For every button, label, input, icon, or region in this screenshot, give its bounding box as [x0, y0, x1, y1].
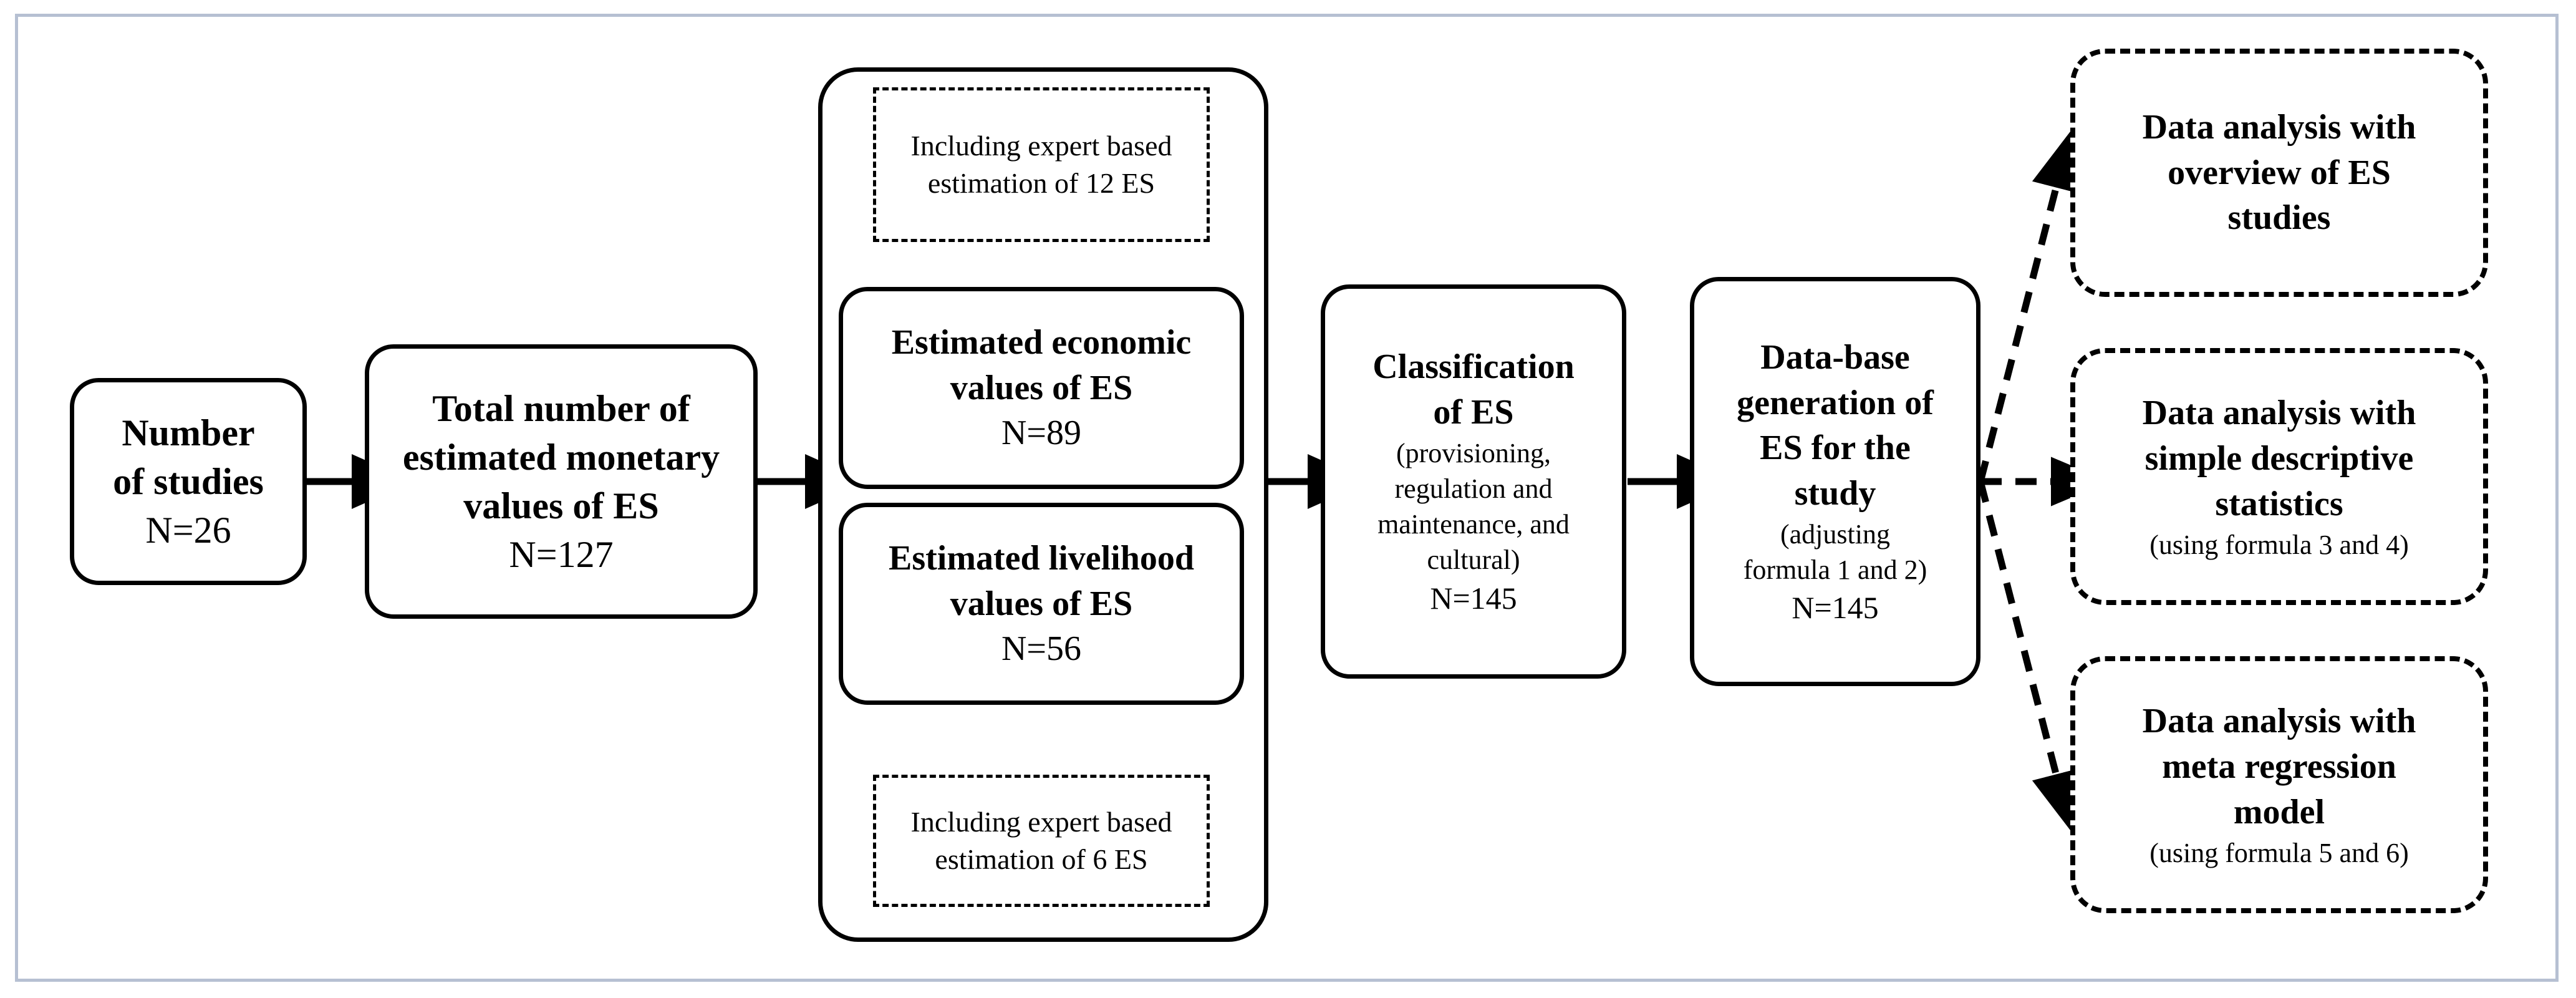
node-title-line: overview of ES: [2168, 153, 2391, 192]
note-expert-estimation-12-es[interactable]: Including expert based estimation of 12 …: [873, 87, 1210, 242]
node-subtitle-line: (using formula 5 and 6): [2149, 837, 2409, 868]
node-count: N=89: [1001, 414, 1082, 453]
node-subtitle-line: (provisioning,: [1396, 437, 1551, 468]
node-title-line: values of ES: [463, 485, 659, 526]
node-estimated-economic-values[interactable]: Estimated economic values of ES N=89: [839, 287, 1244, 489]
node-title-line: model: [2233, 792, 2325, 831]
note-line: estimation of 12 ES: [927, 167, 1155, 199]
node-title-line: Data analysis with: [2142, 702, 2416, 741]
node-output-simple-descriptive-statistics[interactable]: Data analysis with simple descriptive st…: [2070, 348, 2488, 605]
node-title-line: generation of: [1737, 383, 1934, 422]
node-title-line: values of ES: [950, 584, 1133, 623]
node-title-line: values of ES: [950, 368, 1133, 407]
node-subtitle-line: cultural): [1427, 545, 1520, 576]
node-title-line: Number: [122, 412, 255, 453]
node-count: N=127: [509, 534, 614, 575]
node-count: N=26: [145, 510, 231, 551]
node-title-line: of ES: [1433, 393, 1514, 432]
node-estimated-livelihood-values[interactable]: Estimated livelihood values of ES N=56: [839, 503, 1244, 705]
note-line: Including expert based: [910, 806, 1172, 838]
node-total-monetary-values[interactable]: Total number of estimated monetary value…: [365, 344, 758, 619]
node-subtitle-line: formula 1 and 2): [1743, 555, 1927, 586]
node-title-line: studies: [2227, 198, 2331, 238]
node-title-line: study: [1794, 474, 1876, 513]
node-title-line: estimated monetary: [402, 437, 720, 478]
node-title-line: simple descriptive: [2144, 439, 2414, 478]
node-title-line: Data analysis with: [2142, 394, 2416, 433]
node-title-line: Estimated economic: [891, 322, 1192, 362]
node-count: N=145: [1430, 580, 1517, 616]
node-count: N=145: [1792, 590, 1879, 626]
node-title-line: Data-base: [1760, 337, 1910, 377]
node-classification-of-es[interactable]: Classification of ES (provisioning, regu…: [1321, 284, 1626, 679]
note-line: Including expert based: [910, 130, 1172, 162]
node-subtitle-line: maintenance, and: [1377, 509, 1570, 540]
node-title-line: meta regression: [2162, 747, 2396, 786]
node-title-line: of studies: [113, 461, 264, 502]
node-number-of-studies[interactable]: Number of studies N=26: [70, 378, 307, 585]
node-title-line: Classification: [1372, 347, 1575, 387]
node-title-line: ES for the: [1760, 429, 1911, 468]
node-subtitle-line: (using formula 3 and 4): [2149, 529, 2409, 560]
node-count: N=56: [1001, 629, 1082, 669]
node-output-meta-regression-model[interactable]: Data analysis with meta regression model…: [2070, 656, 2488, 913]
node-title-line: Total number of: [432, 388, 690, 429]
node-subtitle-line: regulation and: [1394, 473, 1553, 505]
note-line: estimation of 6 ES: [935, 843, 1148, 875]
node-title-line: Estimated livelihood: [888, 538, 1195, 578]
node-subtitle-line: (adjusting: [1780, 518, 1890, 550]
node-title-line: statistics: [2215, 484, 2343, 523]
node-output-overview-of-es-studies[interactable]: Data analysis with overview of ES studie…: [2070, 49, 2488, 297]
note-expert-estimation-6-es[interactable]: Including expert based estimation of 6 E…: [873, 775, 1210, 907]
node-title-line: Data analysis with: [2142, 107, 2416, 147]
node-database-generation[interactable]: Data-base generation of ES for the study…: [1690, 277, 1980, 686]
